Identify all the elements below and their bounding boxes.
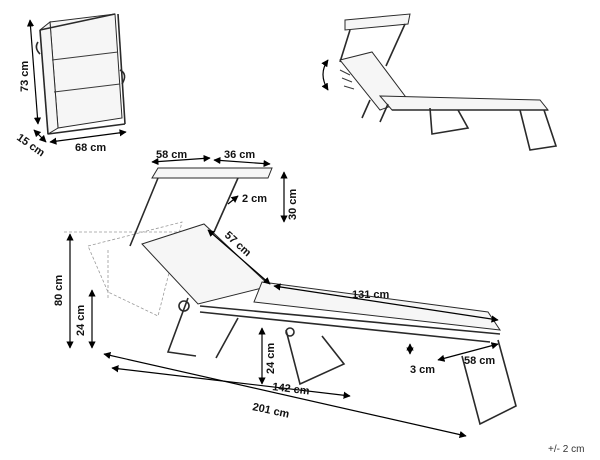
main-backrest [141,223,272,305]
total-height-label: 80 cm [53,275,65,306]
base-length-label: 142 cm [272,381,311,397]
tolerance-note: +/- 2 cm [548,444,584,455]
main-dimension-lines [66,154,499,439]
small-canopy [344,13,411,31]
perspective-chair-drawing [339,13,558,151]
folded-width-label: 68 cm [75,142,106,154]
canopy-width-label: 36 cm [224,149,255,161]
canopy-depth-label: 58 cm [156,149,187,161]
bed-length-label: 131 cm [352,289,390,301]
small-bed [378,95,550,111]
main-canopy [151,167,273,179]
seat-height-left-label: 24 cm [75,305,87,336]
folded-fabric-front [49,13,123,129]
rotate-arrow [321,59,329,91]
canopy-gap-label: 2 cm [242,193,267,205]
folded-chair-drawing [35,13,126,135]
folded-dimension-lines [26,19,127,145]
folded-depth-label: 15 cm [14,132,47,160]
main-chair-drawing [129,167,517,426]
canopy-height-label: 30 cm [287,189,299,220]
seat-height-middle-label: 24 cm [265,343,277,374]
total-length-label: 201 cm [251,401,290,421]
frame-thickness-label: 3 cm [410,364,435,376]
leg-rest-length-label: 58 cm [464,355,495,367]
folded-height-label: 73 cm [19,61,31,92]
